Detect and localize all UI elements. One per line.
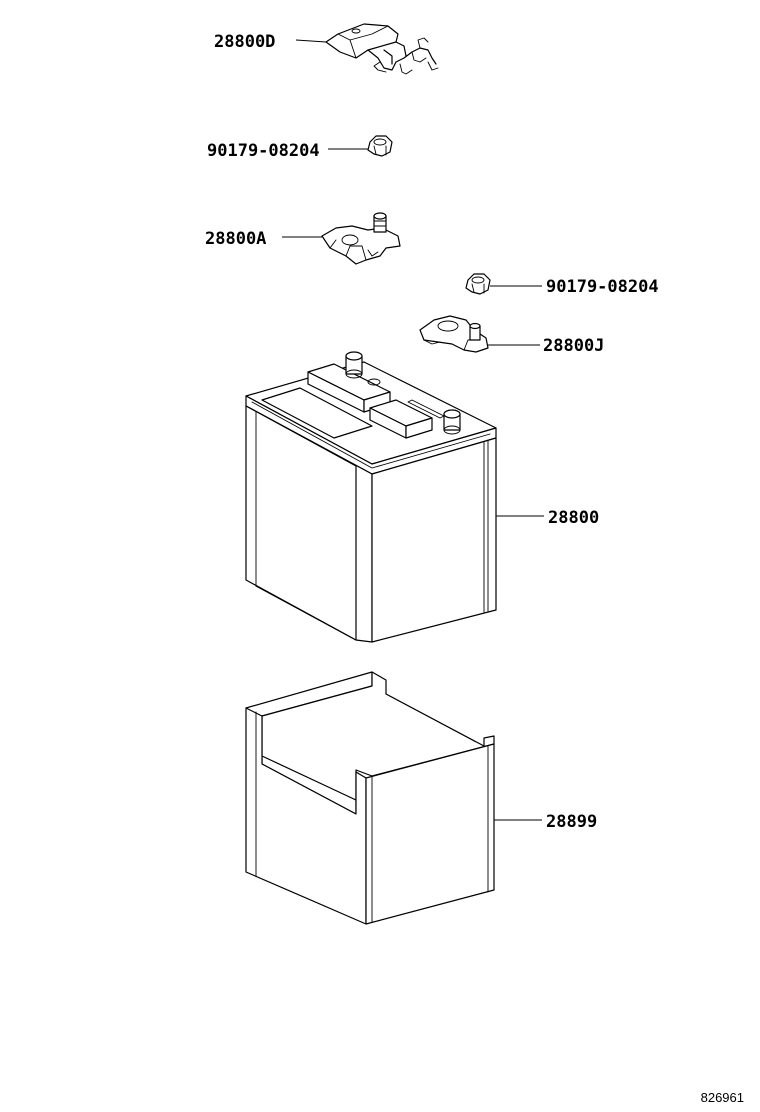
label-nut-upper: 90179-08204: [207, 141, 320, 161]
leader-terminal-cover: [295, 39, 327, 43]
battery-tray-part[interactable]: [245, 671, 495, 925]
label-terminal-cover: 28800D: [214, 32, 275, 52]
label-terminal-positive: 28800J: [543, 336, 604, 356]
terminal-negative-part[interactable]: [321, 212, 401, 265]
label-terminal-negative: 28800A: [205, 229, 266, 249]
nut-upper-part[interactable]: [367, 135, 393, 157]
terminal-positive-part[interactable]: [419, 315, 489, 353]
nut-lower-part[interactable]: [465, 273, 491, 295]
terminal-cover-part[interactable]: [325, 23, 439, 75]
label-nut-lower: 90179-08204: [546, 277, 659, 297]
label-battery-tray: 28899: [546, 812, 597, 832]
figure-number: 826961: [701, 1090, 744, 1105]
label-battery: 28800: [548, 508, 599, 528]
battery-part[interactable]: [245, 351, 497, 643]
